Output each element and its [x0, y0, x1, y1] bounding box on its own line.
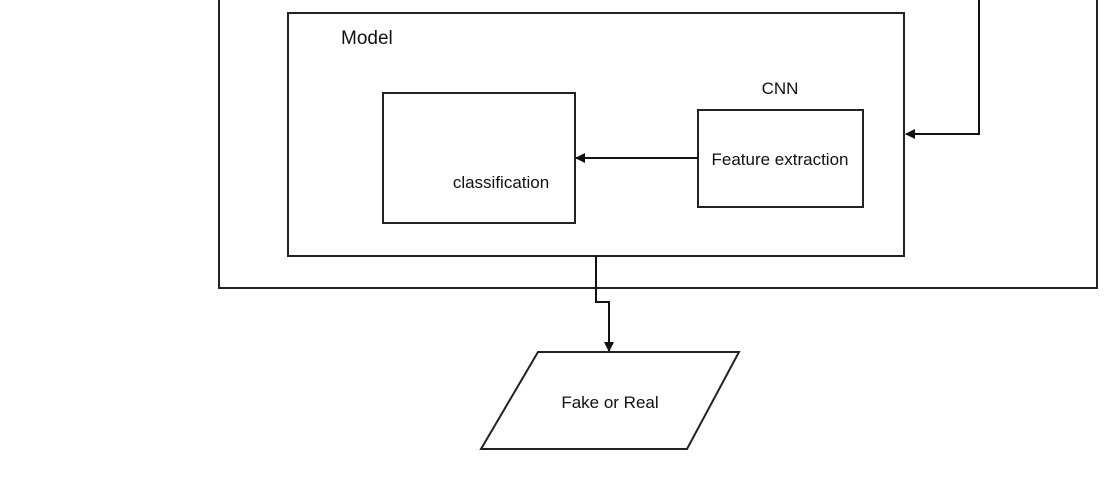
classification-label: classification: [453, 173, 549, 192]
output-parallelogram: [479, 351, 741, 450]
output-label: Fake or Real: [561, 393, 658, 412]
feature-extraction-label: Feature extraction: [711, 150, 848, 169]
classification-box: [382, 92, 576, 224]
input-to-cnn-arrow: [905, 0, 980, 139]
cnn-label: CNN: [762, 79, 799, 98]
outer-container: [218, 0, 1098, 289]
model-label: Model: [341, 28, 393, 49]
model-to-output-arrow: [595, 256, 614, 352]
model-box: [287, 12, 905, 257]
